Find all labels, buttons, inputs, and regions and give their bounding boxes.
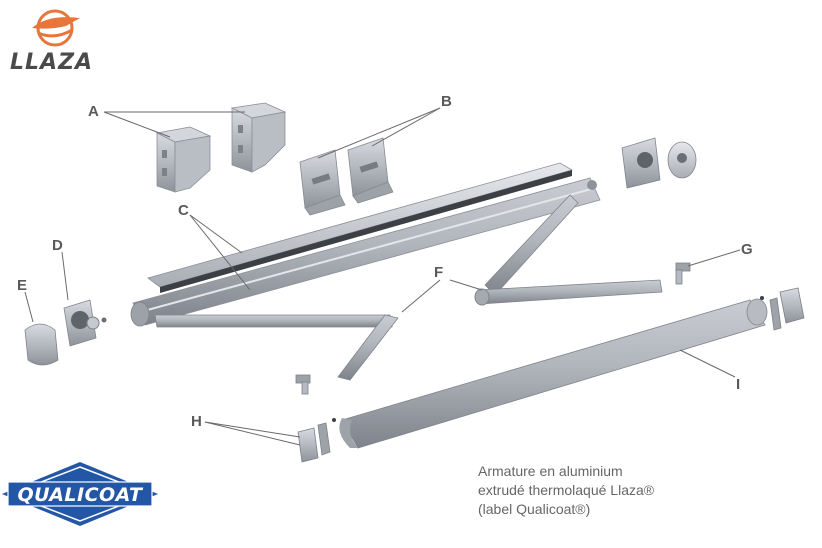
part-b-wall-brackets [299, 137, 394, 216]
brand-name: LLAZA [10, 50, 94, 75]
label-g: G [741, 241, 753, 258]
label-c: C [178, 202, 189, 219]
part-d-end-cap-mechanism [63, 299, 107, 347]
part-e-cover-cap [24, 323, 59, 366]
part-c-profiles [130, 162, 601, 327]
label-i: I [736, 376, 741, 393]
label-a: A [88, 103, 99, 120]
part-f-arms [154, 194, 663, 381]
caption-line-3: (label Qualicoat®) [478, 501, 591, 517]
qualicoat-logo-text: QUALICOAT [17, 484, 144, 506]
motor-assembly [621, 137, 697, 189]
label-d: D [52, 237, 63, 254]
caption-line-1: Armature en aluminium [478, 463, 623, 479]
caption: Armature en aluminium extrudé thermolaqu… [478, 462, 778, 519]
part-a-brackets [155, 102, 287, 193]
label-h: H [191, 413, 202, 430]
part-h-end-clips [297, 287, 805, 463]
leader-lines [24, 107, 741, 446]
part-i-front-bar [339, 298, 768, 449]
llaza-logo-icon [32, 9, 80, 47]
label-e: E [17, 277, 28, 294]
label-f: F [434, 264, 444, 281]
qualicoat-logo-icon: QUALICOAT [2, 462, 158, 526]
label-b: B [441, 93, 452, 110]
part-g-fitting [295, 262, 691, 395]
caption-line-2: extrudé thermolaqué Llaza® [478, 482, 655, 498]
